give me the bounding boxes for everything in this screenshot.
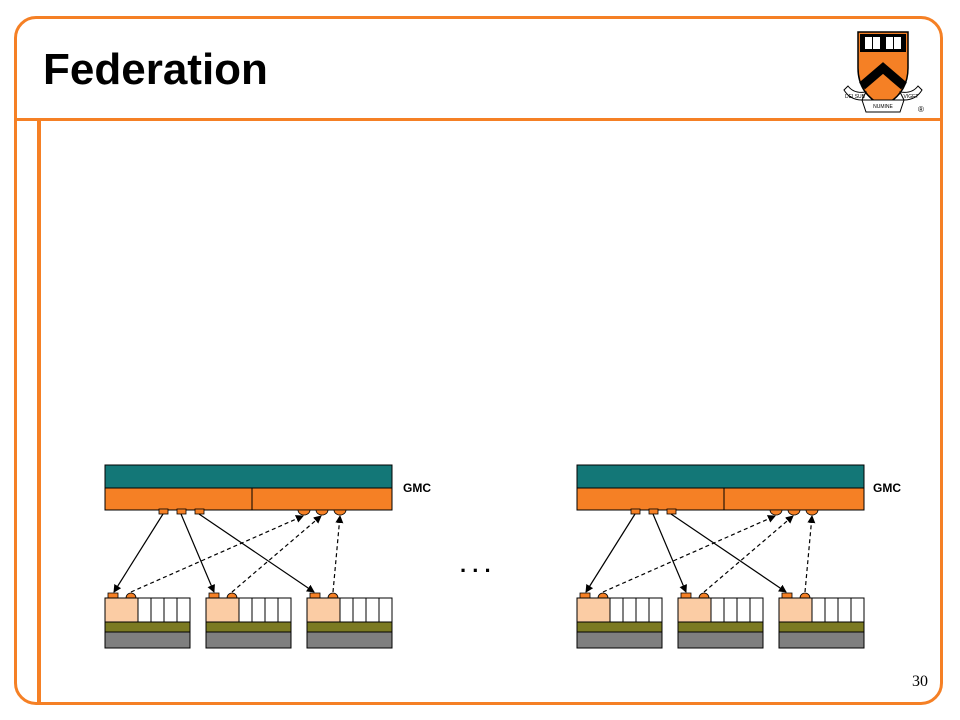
gmc-block bbox=[576, 464, 865, 516]
connection-arrows bbox=[585, 513, 816, 593]
node bbox=[205, 592, 292, 649]
title-divider bbox=[14, 118, 943, 121]
shield-icon bbox=[857, 31, 909, 107]
node bbox=[104, 592, 191, 649]
motto-right: VIGET bbox=[903, 94, 918, 100]
ellipsis: . . . bbox=[460, 552, 491, 577]
motto-left: DEI SUB bbox=[845, 94, 866, 100]
gmc-label: GMC bbox=[873, 481, 901, 495]
connection-arrows bbox=[113, 513, 344, 593]
page-number: 30 bbox=[912, 673, 928, 690]
page-title: Federation bbox=[43, 45, 268, 94]
node bbox=[677, 592, 764, 649]
node bbox=[778, 592, 865, 649]
registered-mark: ® bbox=[918, 105, 924, 114]
left-divider bbox=[37, 120, 41, 705]
slide-frame bbox=[14, 16, 943, 705]
motto-center: NUMINE bbox=[873, 104, 893, 110]
cluster-right: GMC bbox=[576, 464, 901, 649]
cluster-left: GMC bbox=[104, 464, 431, 649]
gmc-label: GMC bbox=[403, 481, 431, 495]
node bbox=[306, 592, 393, 649]
gmc-block bbox=[104, 464, 393, 516]
node bbox=[576, 592, 663, 649]
princeton-shield-logo: DEI SUB NUMINE VIGET ® bbox=[843, 31, 924, 114]
